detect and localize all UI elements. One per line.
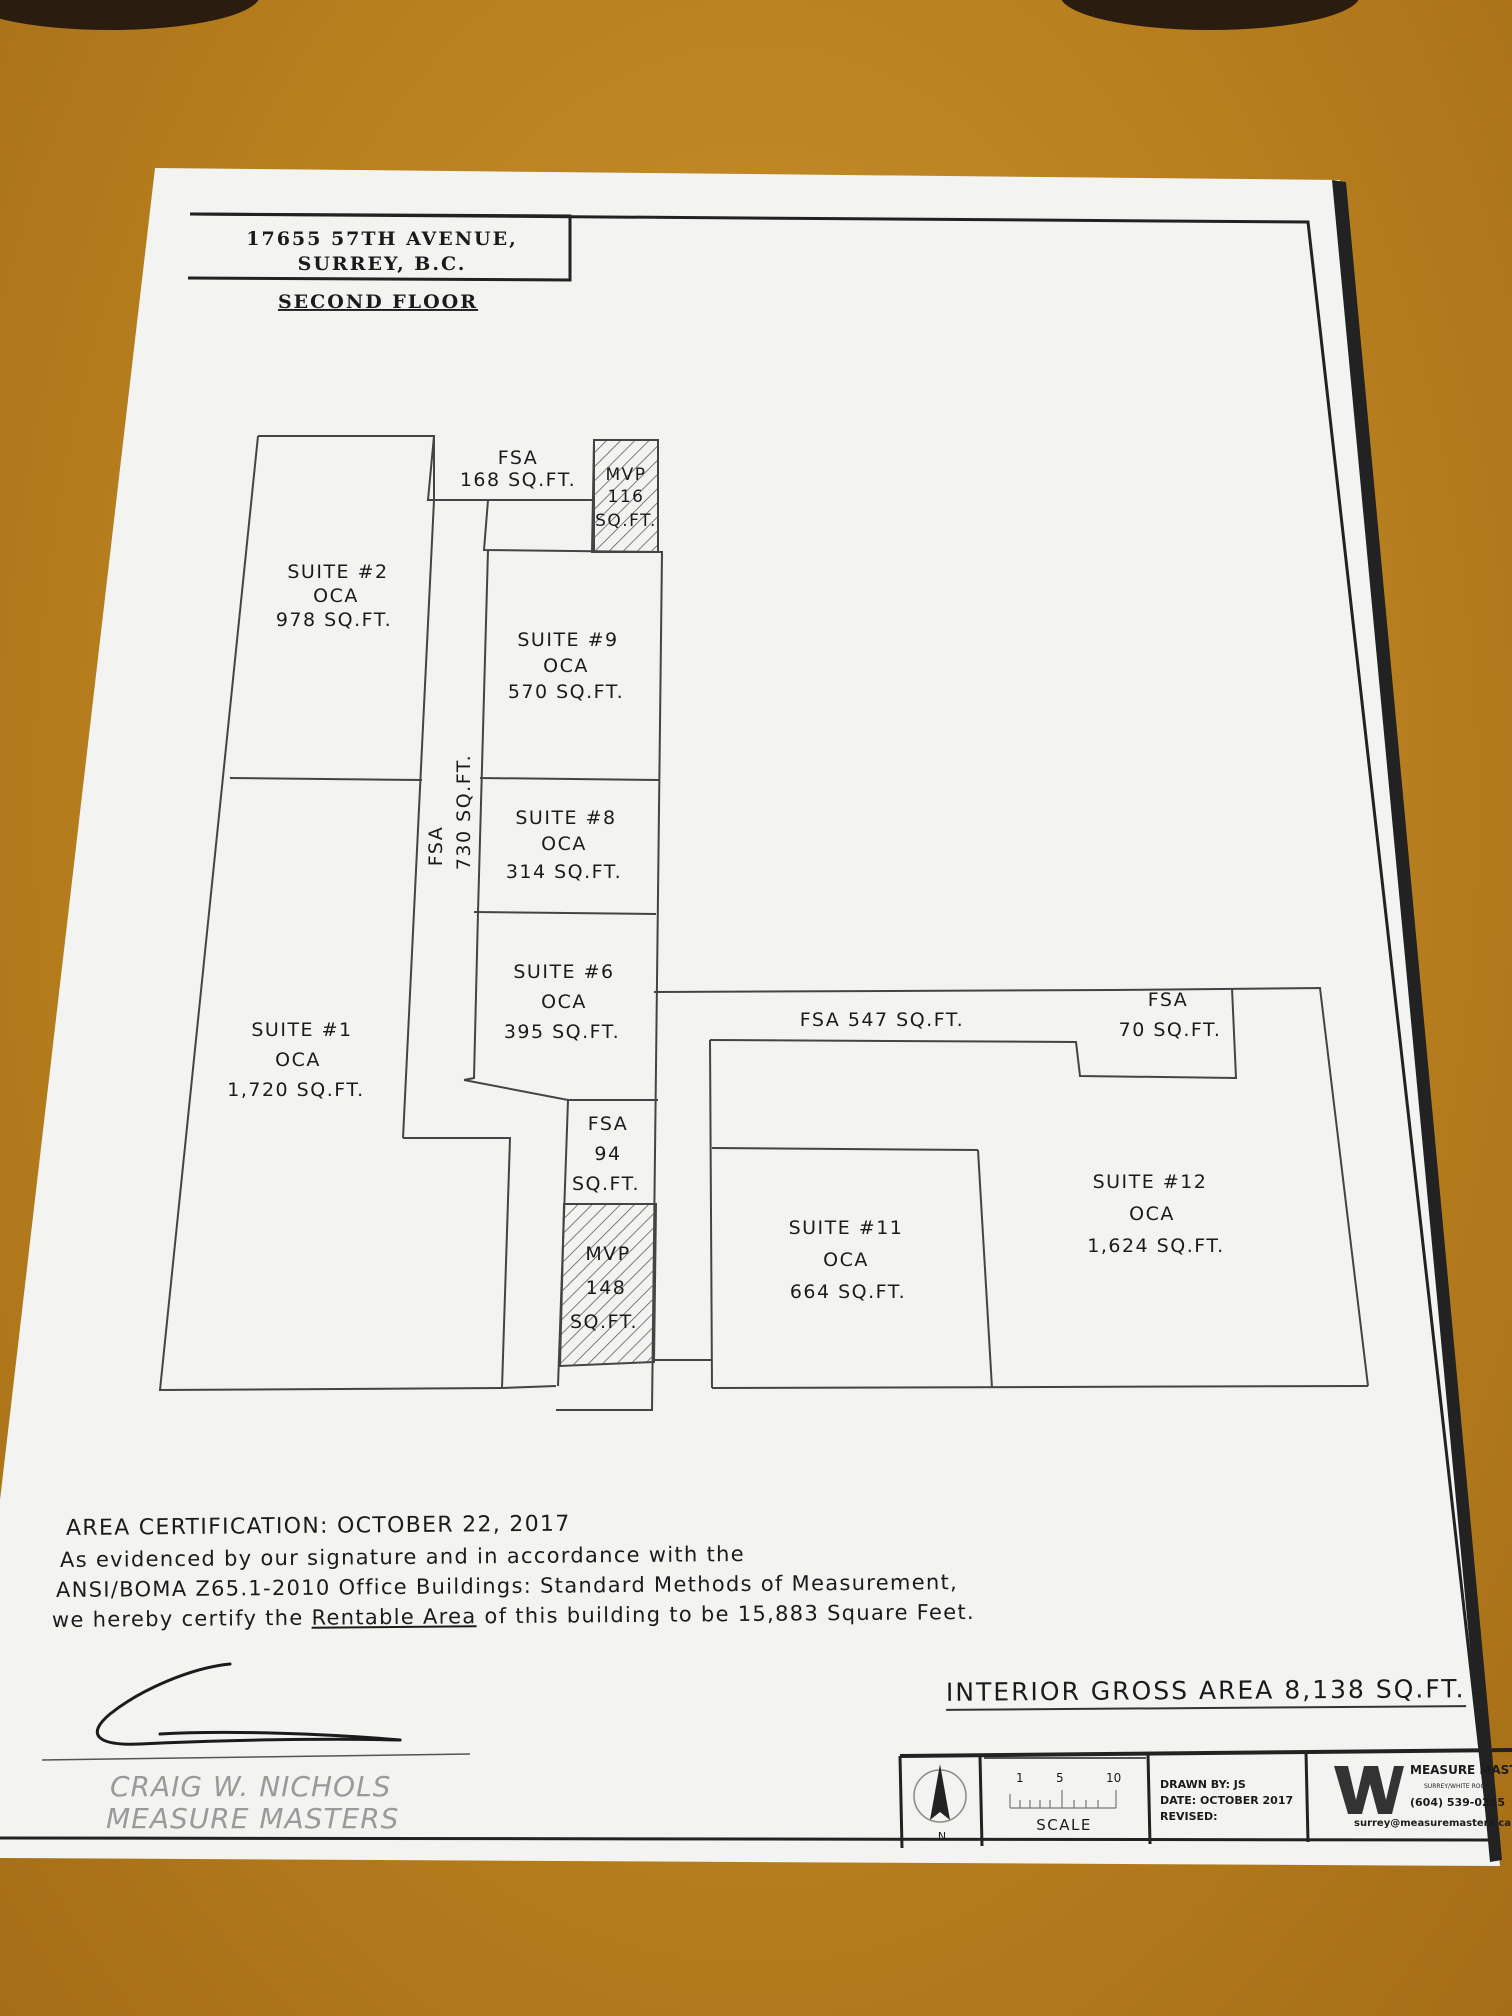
fsa-94-unit: SQ.FT.	[572, 1173, 640, 1195]
suite11-area: 664 SQ.FT.	[790, 1281, 906, 1303]
certification-line-3-post: of this building to be 15,883 Square Fee…	[476, 1599, 976, 1629]
suite12-name: SUITE #12	[1093, 1171, 1208, 1193]
mvp-top-unit: SQ.FT.	[595, 511, 657, 531]
room-labels: FSA 168 SQ.FT. MVP 116 SQ.FT. SUITE #2 O…	[227, 447, 1224, 1333]
paper-shadow-edge	[1332, 180, 1502, 1862]
rentable-area-term: Rentable Area	[311, 1604, 477, 1630]
mvp-bottom-hatch	[558, 1203, 658, 1368]
suite9-type: OCA	[543, 655, 589, 677]
suite11-type: OCA	[823, 1249, 869, 1271]
certification-line-3-pre: we hereby certify the	[51, 1605, 312, 1632]
scale-tick-10: 10	[1106, 1771, 1121, 1785]
drawing-border	[0, 212, 1492, 1842]
company-phone: (604) 539-0285	[1410, 1796, 1505, 1809]
fsa-70-area: 70 SQ.FT.	[1119, 1019, 1222, 1041]
company-logo: MM	[1334, 1766, 1404, 1814]
address-line-1: 17655 57TH AVENUE,	[246, 228, 517, 250]
drawing-date: DATE: OCTOBER 2017	[1160, 1794, 1293, 1807]
mvp-top-num: 116	[608, 487, 645, 507]
mvp-bottom-unit: SQ.FT.	[570, 1311, 638, 1333]
suite11-name: SUITE #11	[789, 1217, 904, 1239]
suite8-area: 314 SQ.FT.	[506, 861, 622, 883]
paper	[0, 168, 1500, 1866]
suite6-area: 395 SQ.FT.	[504, 1021, 620, 1043]
suite2-type: OCA	[313, 585, 359, 607]
mvp-top-name: MVP	[605, 465, 646, 485]
drawn-by: DRAWN BY: JS	[1160, 1778, 1246, 1791]
fsa-corridor-area: 730 SQ.FT.	[453, 754, 475, 870]
suite1-type: OCA	[275, 1049, 321, 1071]
suite9-area: 570 SQ.FT.	[508, 681, 624, 703]
title-block: 17655 57TH AVENUE, SURREY, B.C. SECOND F…	[187, 212, 572, 313]
company-email: surrey@measuremasters.ca	[1354, 1818, 1511, 1829]
suite6-name: SUITE #6	[513, 961, 614, 983]
suite9-name: SUITE #9	[517, 629, 618, 651]
north-label: N	[938, 1830, 946, 1843]
fsa-corridor-name: FSA	[425, 826, 447, 867]
suite2-area: 978 SQ.FT.	[276, 609, 392, 631]
address-line-2: SURREY, B.C.	[298, 253, 467, 275]
fsa-hall-label: FSA 547 SQ.FT.	[800, 1009, 964, 1031]
interior-gross-area: INTERIOR GROSS AREA 8,138 SQ.FT.	[945, 1674, 1466, 1711]
suite2-name: SUITE #2	[287, 561, 388, 583]
fsa-94-num: 94	[594, 1143, 621, 1165]
signer-name: CRAIG W. NICHOLS	[110, 1770, 392, 1803]
fsa-70-name: FSA	[1148, 989, 1189, 1011]
suite12-type: OCA	[1129, 1203, 1175, 1225]
signer-company: MEASURE MASTERS	[106, 1802, 400, 1835]
signature	[96, 1662, 402, 1746]
company-locality: SURREY/WHITE ROCK	[1424, 1783, 1490, 1790]
scale-bar	[1009, 1790, 1117, 1809]
floor-title: SECOND FLOOR	[278, 291, 478, 313]
suite1-name: SUITE #1	[251, 1019, 352, 1041]
scale-tick-1: 1	[1016, 1771, 1024, 1785]
signature-line	[41, 1753, 471, 1761]
mvp-top-hatch	[590, 439, 659, 553]
fsa-94-name: FSA	[588, 1113, 629, 1135]
fsa-top-area: 168 SQ.FT.	[460, 469, 576, 491]
fsa-top-name: FSA	[498, 447, 539, 469]
scale-label: SCALE	[1036, 1816, 1092, 1834]
mvp-bottom-name: MVP	[585, 1243, 630, 1265]
suite8-type: OCA	[541, 833, 587, 855]
north-arrow-icon	[930, 1764, 950, 1820]
revised-label: REVISED:	[1160, 1810, 1218, 1823]
scale-tick-5: 5	[1056, 1771, 1064, 1785]
suite1-area: 1,720 SQ.FT.	[227, 1079, 364, 1101]
suite8-name: SUITE #8	[515, 807, 616, 829]
company-name: MEASURE MASTERS	[1410, 1763, 1512, 1777]
mvp-bottom-num: 148	[586, 1277, 627, 1299]
suite12-area: 1,624 SQ.FT.	[1087, 1235, 1224, 1257]
legend-strip: N 1 5 10 SCALE DRAWN BY: JS DATE: OCTOBE…	[898, 1748, 1512, 1849]
suite6-type: OCA	[541, 991, 587, 1013]
